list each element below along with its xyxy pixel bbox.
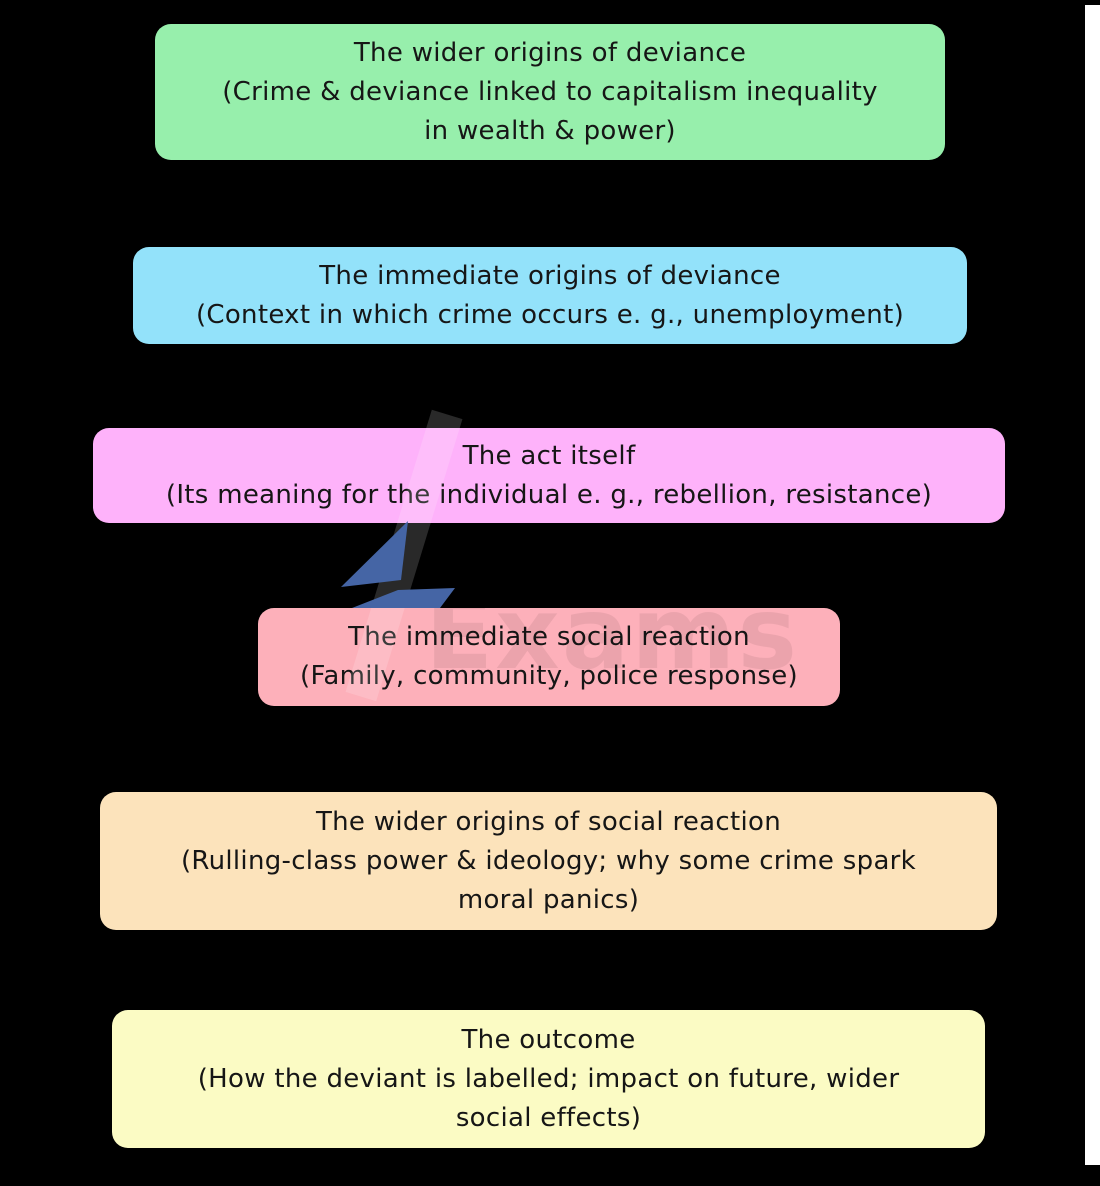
- box-title: The wider origins of social reaction: [315, 806, 782, 837]
- box-title: The act itself: [462, 440, 636, 471]
- box-title: The outcome: [461, 1024, 636, 1055]
- flow-box-the-act-itself: The act itself (Its meaning for the indi…: [93, 428, 1005, 523]
- box-subtitle-line: (How the deviant is labelled; impact on …: [197, 1063, 900, 1094]
- box-subtitle-line: moral panics): [457, 884, 640, 915]
- box-title: The immediate social reaction: [348, 622, 750, 652]
- box-subtitle-line: social effects): [455, 1102, 642, 1133]
- box-subtitle-line: (Context in which crime occurs e. g., un…: [195, 299, 905, 330]
- sail-logo-icon: [341, 521, 455, 608]
- flow-box-immediate-social-reaction: The immediate social reaction (Family, c…: [258, 608, 840, 706]
- box-subtitle-line: (Crime & deviance linked to capitalism i…: [222, 76, 878, 107]
- exams-watermark-text: Exams: [425, 575, 800, 692]
- right-edge-strip: [1085, 5, 1100, 1165]
- box-title: The immediate origins of deviance: [319, 260, 781, 291]
- box-subtitle-line: (Rulling-class power & ideology; why som…: [180, 845, 917, 876]
- flow-box-immediate-origins-of-deviance: The immediate origins of deviance (Conte…: [133, 247, 967, 344]
- box-subtitle-line: in wealth & power): [424, 115, 676, 146]
- flow-box-wider-origins-of-social-reaction: The wider origins of social reaction (Ru…: [100, 792, 997, 930]
- flow-box-wider-origins-of-deviance: The wider origins of deviance (Crime & d…: [155, 24, 945, 160]
- flow-box-the-outcome: The outcome (How the deviant is labelled…: [112, 1010, 985, 1148]
- box-subtitle-line: (Family, community, police response): [300, 661, 798, 691]
- box-title: The wider origins of deviance: [353, 37, 747, 68]
- box-subtitle-line: (Its meaning for the individual e. g., r…: [165, 479, 933, 510]
